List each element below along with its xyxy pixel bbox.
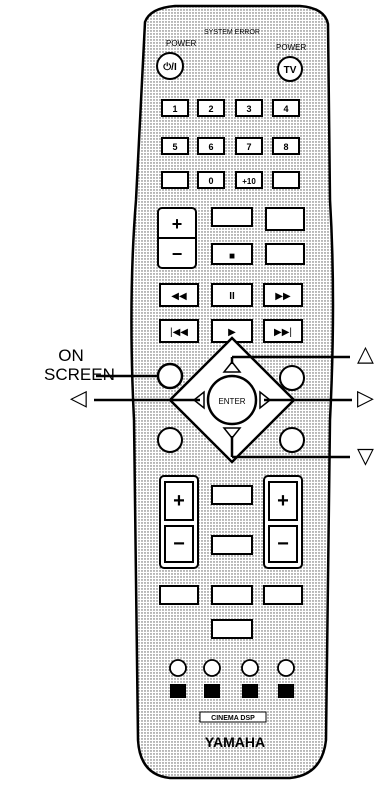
game-icon <box>278 684 294 698</box>
power-symbol: ⏻/I <box>163 61 177 73</box>
sports-icon <box>242 684 258 698</box>
power-button[interactable] <box>156 52 184 80</box>
key-6[interactable] <box>197 137 225 155</box>
movie-icon <box>170 684 186 698</box>
subtitle-button[interactable] <box>157 427 183 453</box>
sound-mode-buttons <box>169 659 295 698</box>
pause-symbol: II <box>229 291 235 302</box>
play-symbol: ▶ <box>228 327 236 338</box>
power-tv-symbol: TV <box>284 65 297 76</box>
key-3[interactable] <box>235 99 263 117</box>
key-3-label: 3 <box>246 104 251 114</box>
key-2-label: 2 <box>208 104 213 114</box>
key-7-label: 7 <box>246 142 251 152</box>
svg-text:−: − <box>172 244 183 264</box>
cursor-left-button[interactable] <box>192 390 205 410</box>
svg-text:+: + <box>277 490 289 512</box>
right-callout: ▷ <box>357 386 374 411</box>
cursor-right-button[interactable] <box>259 390 272 410</box>
key-4-label: 4 <box>283 104 288 114</box>
up-callout: △ <box>357 342 374 367</box>
key-2[interactable] <box>197 99 225 117</box>
on-screen-callout-line1: ON <box>58 346 84 365</box>
mode-button-2[interactable] <box>203 659 221 677</box>
top-label: SYSTEM ERROR <box>204 29 260 36</box>
rewind-button[interactable] <box>159 283 199 307</box>
return-button[interactable] <box>279 427 305 453</box>
tuner-button[interactable] <box>211 619 253 639</box>
key-5[interactable] <box>161 137 189 155</box>
key-1[interactable] <box>161 99 189 117</box>
stop-button[interactable] <box>211 243 253 265</box>
svg-text:−: − <box>277 533 289 555</box>
key-8-label: 8 <box>283 142 288 152</box>
key-plus10-label: +10 <box>242 177 256 186</box>
key-1-label: 1 <box>172 104 177 114</box>
brand-logo: YAMAHA <box>205 734 265 750</box>
enter-label: ENTER <box>218 397 245 406</box>
mode-button-3[interactable] <box>241 659 259 677</box>
on-screen-callout-line2: SCREEN <box>44 365 115 384</box>
cinema-dsp-plate <box>199 711 267 723</box>
number-keypad: 1 2 3 4 5 6 7 8 0 +10 <box>161 99 300 189</box>
mode-button-1[interactable] <box>169 659 187 677</box>
enter-button[interactable] <box>206 374 258 426</box>
on-screen-button[interactable] <box>156 362 184 390</box>
menu-button[interactable] <box>279 365 305 391</box>
key-plus10[interactable] <box>235 171 263 189</box>
key-8[interactable] <box>272 137 300 155</box>
cinema-dsp-text: CINEMA DSP <box>211 715 255 722</box>
key-9[interactable] <box>161 171 189 189</box>
left-callout: ◁ <box>70 386 87 411</box>
stop-symbol: ■ <box>229 251 235 262</box>
mute-button[interactable] <box>211 485 253 505</box>
key-0-label: 0 <box>208 176 213 186</box>
power-tv-label: POWER <box>276 43 306 52</box>
input-button-1[interactable] <box>159 585 199 605</box>
svg-text:◀◀: ◀◀ <box>171 291 187 302</box>
fastforward-button[interactable] <box>263 283 303 307</box>
svg-text:▶▶|: ▶▶| <box>274 327 292 338</box>
mode-button-4[interactable] <box>277 659 295 677</box>
cursor-pad: ENTER <box>168 336 296 464</box>
repeat-button[interactable] <box>211 207 253 227</box>
input-button-3[interactable] <box>263 585 303 605</box>
key-6-label: 6 <box>208 142 213 152</box>
svg-text:+: + <box>173 490 185 512</box>
power-tv-button[interactable] <box>277 56 303 82</box>
svg-text:▶▶: ▶▶ <box>275 291 291 302</box>
power-label: POWER <box>166 39 196 48</box>
pause-button[interactable] <box>211 283 253 307</box>
skip-forward-button[interactable] <box>263 319 303 343</box>
cursor-down-button[interactable] <box>222 427 242 440</box>
sleep-button[interactable] <box>265 243 305 265</box>
input-button-2[interactable] <box>211 585 253 605</box>
cursor-up-button[interactable] <box>222 360 242 373</box>
svg-text:+: + <box>172 214 183 234</box>
band-button[interactable] <box>211 535 253 555</box>
svg-text:|◀◀: |◀◀ <box>170 327 188 338</box>
misc-button[interactable] <box>265 207 305 231</box>
skip-back-button[interactable] <box>159 319 199 343</box>
key-7[interactable] <box>235 137 263 155</box>
key-blank[interactable] <box>272 171 300 189</box>
key-4[interactable] <box>272 99 300 117</box>
svg-text:−: − <box>173 533 185 555</box>
music-icon <box>204 684 220 698</box>
key-0[interactable] <box>197 171 225 189</box>
down-callout: ▽ <box>357 444 374 469</box>
key-5-label: 5 <box>172 142 177 152</box>
on-screen-callout: ON SCREEN <box>44 346 115 384</box>
